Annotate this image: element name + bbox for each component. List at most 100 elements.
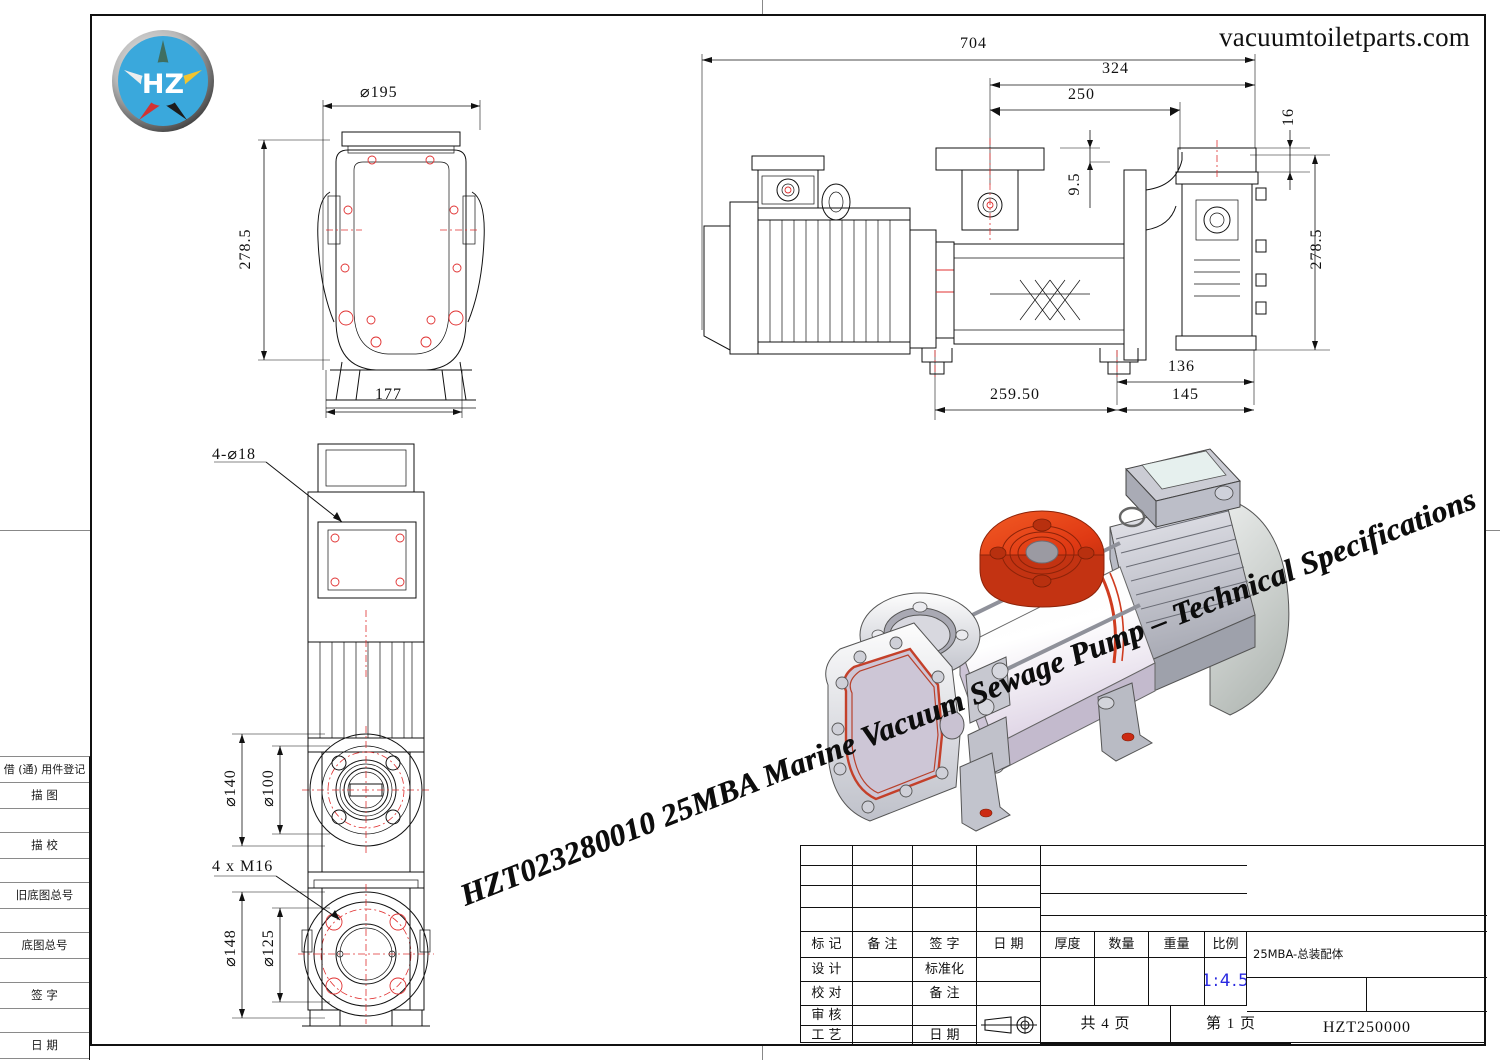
tb-cell-thickness-value [1041, 958, 1095, 1006]
tb-row-check-date [977, 982, 1041, 1006]
tb-row-audit-remark [853, 1006, 913, 1026]
tb-head-remark: 备 注 [853, 932, 913, 958]
dim-front-base-177: 177 [375, 386, 402, 403]
tb-head-scale: 比例 [1205, 932, 1247, 958]
regrow-8 [0, 959, 89, 983]
tb-drawing-number: HZT250000 [1322, 1019, 1412, 1036]
tb-row-process-date: 日 期 [913, 1026, 977, 1044]
tb-rev-r0c2 [913, 846, 977, 866]
regrow-11: 日 期 [0, 1033, 89, 1059]
dim-outlet-4xm16: 4 x M16 [212, 858, 274, 875]
dim-side-2785: 278.5 [1308, 228, 1325, 270]
view-side-elevation: 704 324 250 16 9.5 278.5 136 259.50 145 [690, 30, 1350, 430]
tb-rev-r1c3 [977, 866, 1041, 886]
regrow-1: 描 图 [0, 783, 89, 809]
tb-rev-r3c4 [1041, 916, 1247, 932]
tb-blank-right-a [1247, 978, 1367, 1012]
view-flange-plan: 4-⌀18 ⌀140 ⌀100 4 x M16 ⌀148 ⌀125 [190, 430, 520, 1040]
tb-head-quantity: 数量 [1095, 932, 1149, 958]
crop-mark-right [1486, 530, 1500, 531]
tb-row-design-label: 设 计 [801, 958, 853, 982]
tb-rev-r2c4 [1041, 894, 1247, 916]
regrow-0: 借 (通) 用件登记 [0, 757, 89, 783]
dim-outlet-d148: ⌀148 [222, 929, 239, 967]
tb-rev-r0c1 [853, 846, 913, 866]
registration-column: 借 (通) 用件登记 描 图 描 校 旧底图总号 底图总号 签 字 日 期 [0, 756, 90, 1060]
tb-head-signature: 签 字 [913, 932, 977, 958]
tb-row-audit-label: 审 核 [801, 1006, 853, 1026]
tb-row-check-label: 校 对 [801, 982, 853, 1006]
dim-side-704: 704 [960, 35, 987, 52]
tb-projection-cell [977, 1006, 1041, 1044]
tb-rev-r0c5 [1247, 846, 1487, 894]
tb-rev-r3c3 [977, 908, 1041, 932]
tb-rev-r2c0 [801, 886, 853, 908]
view-isometric-render [810, 435, 1330, 835]
title-block: 标 记 备 注 签 字 日 期 厚度 数量 重量 比例 25MBA-总装配体 设… [800, 845, 1487, 1044]
crop-mark-bottom [762, 1046, 763, 1060]
tb-row-remark-label: 备 注 [913, 982, 977, 1006]
dim-side-16: 16 [1280, 108, 1297, 126]
tb-cell-quantity-value [1095, 958, 1149, 1006]
tb-rev-r2c3 [977, 886, 1041, 908]
dim-side-136: 136 [1168, 358, 1195, 375]
tb-rev-r1c2 [913, 866, 977, 886]
tb-head-thickness: 厚度 [1041, 932, 1095, 958]
dim-side-25950: 259.50 [990, 386, 1040, 403]
regrow-7: 底图总号 [0, 933, 89, 959]
dim-side-145: 145 [1172, 386, 1199, 403]
tb-blank-right-b [1367, 978, 1487, 1012]
regrow-10 [0, 1009, 89, 1033]
tb-head-weight: 重量 [1149, 932, 1205, 958]
sheet-border [90, 14, 1486, 1046]
regrow-9: 签 字 [0, 983, 89, 1009]
view-front-elevation: ⌀195 278.5 177 [230, 70, 530, 440]
regrow-6 [0, 909, 89, 933]
dim-inlet-d100: ⌀100 [260, 769, 277, 807]
tb-row-design-remark [853, 958, 913, 982]
tb-rev-r0c4 [1041, 846, 1247, 866]
tb-row-check-remark [853, 982, 913, 1006]
regrow-3: 描 校 [0, 833, 89, 859]
dim-side-95: 9.5 [1066, 172, 1083, 196]
dim-inlet-4-d18: 4-⌀18 [212, 446, 256, 463]
tb-row-process-remark [853, 1026, 913, 1044]
tb-rev-r0c3 [977, 846, 1041, 866]
crop-mark-top [762, 0, 763, 14]
tb-rev-r2c5 [1247, 894, 1487, 916]
dim-side-324: 324 [1102, 60, 1129, 77]
dim-front-height-2785: 278.5 [237, 228, 254, 270]
first-angle-projection-icon [980, 1016, 1037, 1034]
dim-side-250: 250 [1068, 86, 1095, 103]
tb-rev-r3c5 [1247, 916, 1487, 932]
dim-outlet-d125: ⌀125 [260, 929, 277, 967]
tb-rev-r1c0 [801, 866, 853, 886]
tb-current-page: 第 1 页 [1171, 1006, 1291, 1044]
tb-rev-r2c2 [913, 886, 977, 908]
tb-cell-weight-value [1149, 958, 1205, 1006]
tb-rev-r3c1 [853, 908, 913, 932]
crop-mark-left [0, 530, 90, 531]
tb-rev-r0c0 [801, 846, 853, 866]
logo-letters: HZ [142, 69, 184, 100]
tb-total-pages: 共 4 页 [1041, 1006, 1171, 1044]
tb-head-date: 日 期 [977, 932, 1041, 958]
company-logo: HZ [110, 28, 216, 134]
regrow-5: 旧底图总号 [0, 883, 89, 909]
dim-inlet-d140: ⌀140 [222, 769, 239, 807]
site-watermark: vacuumtoiletparts.com [1219, 22, 1470, 52]
tb-rev-r1c1 [853, 866, 913, 886]
tb-rev-r3c2 [913, 908, 977, 932]
tb-rev-r1c4 [1041, 866, 1247, 894]
tb-cell-scale-value: 1:4.5 [1205, 958, 1247, 1006]
tb-row-design-date [977, 958, 1041, 982]
regrow-2 [0, 809, 89, 833]
dim-front-width-195: ⌀195 [360, 84, 398, 101]
tb-rev-r3c0 [801, 908, 853, 932]
tb-part-name: 25MBA-总装配体 [1247, 932, 1487, 978]
regrow-4 [0, 859, 89, 883]
tb-head-mark: 标 记 [801, 932, 853, 958]
tb-rev-r2c1 [853, 886, 913, 908]
tb-row-standardize-label: 标准化 [913, 958, 977, 982]
